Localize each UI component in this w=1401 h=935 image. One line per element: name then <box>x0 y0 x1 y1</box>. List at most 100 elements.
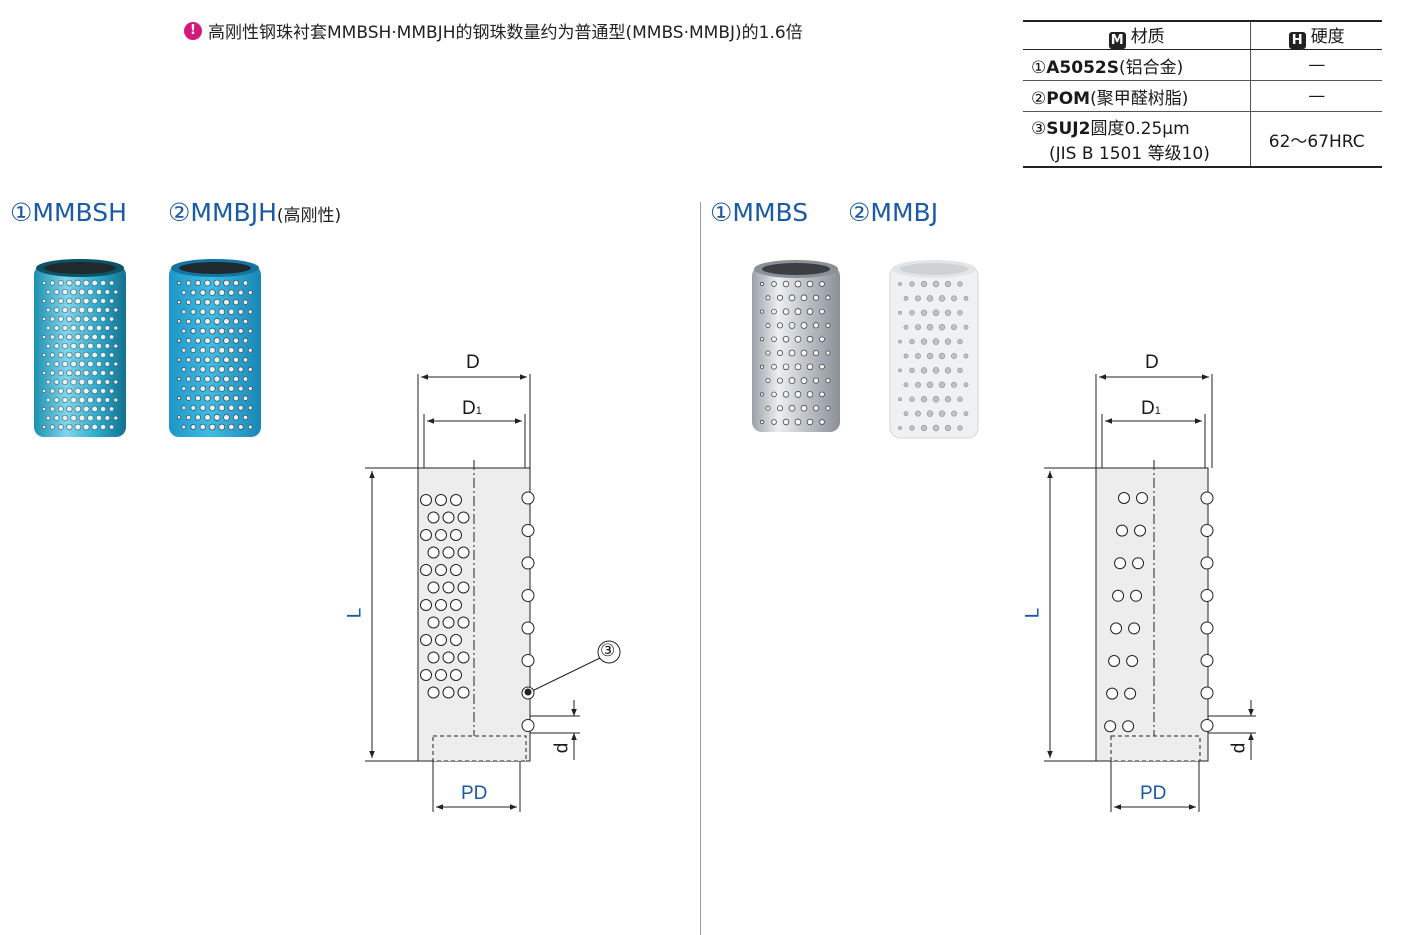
material-cell: ②POM(聚甲醛树脂) <box>1023 80 1252 112</box>
ball-dot <box>82 333 90 341</box>
ball-dot <box>228 308 235 315</box>
hole-outline <box>1136 492 1148 504</box>
ball-dot <box>100 424 106 430</box>
ball-dot <box>78 360 86 368</box>
ball-dot <box>233 280 239 286</box>
ball-dot <box>765 350 771 356</box>
ball-outline <box>521 589 535 602</box>
ball-outline <box>1200 686 1214 700</box>
ball-dot <box>100 298 106 304</box>
ball-dot <box>926 410 934 417</box>
ball-dot <box>825 378 831 384</box>
hole-outline <box>457 686 470 699</box>
hole-outline <box>427 616 440 629</box>
mmbs-sleeve-image <box>752 260 840 432</box>
ball-dot <box>228 289 235 296</box>
ball-dot <box>199 289 206 296</box>
ball-outline <box>521 621 535 635</box>
ball-dot <box>248 347 253 353</box>
material-row: ②POM(聚甲醛树脂) — <box>1023 80 1382 112</box>
ball-dot <box>944 396 952 403</box>
ball-dot <box>898 339 902 344</box>
mmbj-sleeve-image <box>889 260 979 439</box>
ball-dot <box>195 280 201 286</box>
ball-dot <box>66 315 73 323</box>
ball-dot <box>218 423 226 431</box>
ball-dot <box>209 327 216 335</box>
ball-dot <box>58 370 64 376</box>
ball-dot <box>74 351 82 359</box>
ball-dot <box>78 288 86 296</box>
ball-dot <box>104 289 111 295</box>
mmbsh-sleeve-image <box>34 259 126 437</box>
ball-dot <box>190 405 197 411</box>
ball-dot <box>78 396 86 404</box>
ball-dot <box>800 377 808 384</box>
ball-dot <box>190 347 197 353</box>
ball-dot <box>82 279 90 287</box>
ball-dot <box>932 395 940 403</box>
dim-pd-label: PD <box>461 783 488 804</box>
ball-dot <box>45 325 51 331</box>
ball-dot <box>87 324 94 332</box>
ball-dot <box>218 385 226 392</box>
ball-dot <box>957 281 963 287</box>
hole-outline <box>1108 655 1121 667</box>
ball-dot <box>70 288 77 296</box>
ball-dot <box>800 404 808 412</box>
mmbs-drawing <box>1044 374 1256 812</box>
hole-outline <box>457 511 470 524</box>
ball-dot <box>87 306 94 314</box>
ball-dot <box>45 307 51 313</box>
ball-dot <box>58 406 64 412</box>
ball-dot <box>74 279 82 287</box>
ball-dot <box>209 346 216 354</box>
ball-dot <box>926 352 934 360</box>
ball-dot <box>248 367 253 372</box>
ball-dot <box>177 396 181 401</box>
ball-dot <box>909 338 915 345</box>
ball-dot <box>91 369 98 377</box>
ball-dot <box>82 369 90 377</box>
ball-dot <box>58 352 64 358</box>
ball-dot <box>185 376 192 382</box>
ball-dot <box>806 363 814 371</box>
ball-dot <box>199 366 206 373</box>
ball-dot <box>42 371 46 375</box>
ball-dot <box>242 280 249 286</box>
ball-dot <box>95 324 102 332</box>
ball-dot <box>938 381 946 389</box>
hole-outline <box>442 511 455 524</box>
ball-dot <box>49 370 55 376</box>
ball-dot <box>920 396 928 403</box>
ball-dot <box>190 424 197 430</box>
ball-dot <box>771 281 777 287</box>
ball-dot <box>62 324 69 332</box>
ball-dot <box>765 405 771 411</box>
ball-dot <box>104 415 111 421</box>
hole-outline <box>435 669 447 681</box>
ball-dot <box>819 281 825 287</box>
ball-dot <box>95 414 102 422</box>
hole-outline <box>420 634 432 646</box>
ball-dot <box>177 415 181 420</box>
ball-dot <box>62 288 69 296</box>
ball-dot <box>62 378 69 386</box>
ball-dot <box>926 323 934 331</box>
ball-dot <box>204 394 211 402</box>
ball-dot <box>228 423 235 431</box>
ball-dot <box>74 333 82 341</box>
ball-dot <box>100 388 106 394</box>
ball-outline <box>521 556 535 570</box>
mmbjh-sleeve-image <box>169 259 261 437</box>
ball-outline <box>1200 556 1214 570</box>
ball-dot <box>909 310 915 316</box>
section-divider <box>700 202 701 935</box>
ball-dot <box>898 426 902 430</box>
dim-d1-sub: 1 <box>1154 405 1161 417</box>
ball-dot <box>195 376 201 382</box>
mmbsh-drawing <box>365 374 621 812</box>
ball-dot <box>903 353 909 359</box>
ball-dot <box>228 327 235 335</box>
ball-dot <box>91 279 98 287</box>
